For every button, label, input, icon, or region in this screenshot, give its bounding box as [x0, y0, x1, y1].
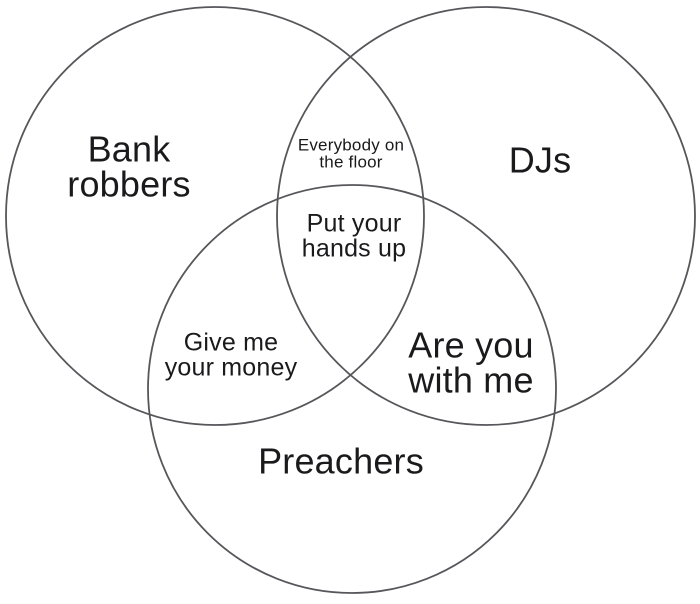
preachers-circle	[147, 184, 557, 594]
djs-circle	[276, 6, 696, 426]
djs-label: DJs	[508, 139, 572, 181]
preachers-label: Preachers	[258, 440, 424, 482]
overlap-bank-robbers-preachers-label: Give me your money	[164, 328, 298, 381]
overlap-bank-robbers-djs-label: Everybody on the floor	[297, 135, 405, 171]
bank-robbers-circle	[5, 6, 425, 426]
overlap-djs-preachers-label: Are you with me	[408, 324, 534, 401]
bank-robbers-label: Bank robbers	[67, 128, 191, 205]
overlap-all-three-label: Put your hands up	[301, 209, 407, 262]
